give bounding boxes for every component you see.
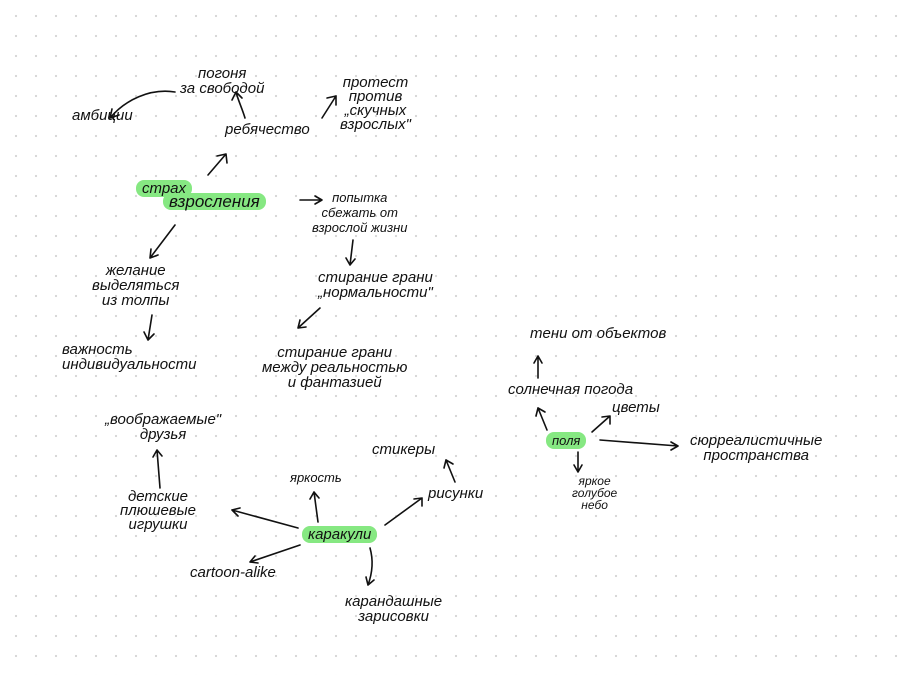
node-ambitions[interactable]: амбиции [72,107,133,124]
node-fields[interactable]: поля [546,432,587,449]
arrow-drawings-to-stickers [443,459,456,483]
arrow-doodles-to-cartoon [249,544,301,564]
arrow-escape-to-normality [345,239,356,266]
node-erase-normality[interactable]: стирание грани „нормальности" [318,269,433,301]
arrow-chase-to-ambitions [109,90,176,119]
arrow-fear-to-childish [207,153,228,176]
arrow-fear-to-standout [149,224,176,259]
node-cartoon[interactable]: cartoon-alike [190,564,276,581]
node-imaginary-friends[interactable]: „воображаемые" друзья [105,411,222,443]
node-escape[interactable]: попытка сбежать от взрослой жизни [312,190,408,235]
arrow-plush-to-friends [152,449,163,489]
arrow-fields-to-sunny [535,407,548,431]
node-surreal[interactable]: сюрреалистичные пространства [690,432,823,464]
arrow-childish-to-chase [231,91,246,119]
arrow-fear-to-escape [299,195,323,205]
node-plush[interactable]: детские плюшевые игрушки [120,488,196,533]
arrow-fields-to-flowers [591,415,611,433]
node-childishness[interactable]: ребячество [225,121,310,138]
node-protest[interactable]: протест против „скучных взрослых" [340,74,411,133]
node-sky[interactable]: яркое голубое небо [572,474,618,512]
arrow-doodles-to-drawings [384,497,423,526]
arrow-sunny-to-shadows [533,355,543,379]
arrow-childish-to-protest [321,95,337,119]
node-pencil[interactable]: карандашные зарисовки [345,593,443,625]
node-erase-reality[interactable]: стирание грани между реальностью и фанта… [262,344,408,391]
node-brightness[interactable]: яркость [290,470,342,485]
node-drawings[interactable]: рисунки [428,485,484,502]
node-fear-line2[interactable]: взросления [163,193,266,210]
arrow-standout-to-individuality [143,314,155,341]
node-individuality[interactable]: важность индивидуальности [62,341,197,373]
node-stickers[interactable]: стикеры [372,441,436,458]
arrow-fields-to-sky [573,451,583,473]
arrow-fields-to-surreal [599,439,679,451]
node-sunny[interactable]: солнечная погода [508,381,634,398]
node-stand-out[interactable]: желание выделяться из толпы [92,262,180,309]
node-doodles[interactable]: каракули [302,526,378,543]
node-chase-freedom[interactable]: погоня за свободой [180,65,265,97]
arrow-doodles-to-brightness [309,491,320,523]
node-fear-line1[interactable]: страх [136,180,193,197]
arrow-doodles-to-pencil [365,547,375,586]
arrow-doodles-to-plush [231,507,299,529]
arrow-normality-to-reality [297,307,321,329]
node-flowers[interactable]: цветы [612,399,660,416]
node-shadows[interactable]: тени от объектов [530,325,667,342]
